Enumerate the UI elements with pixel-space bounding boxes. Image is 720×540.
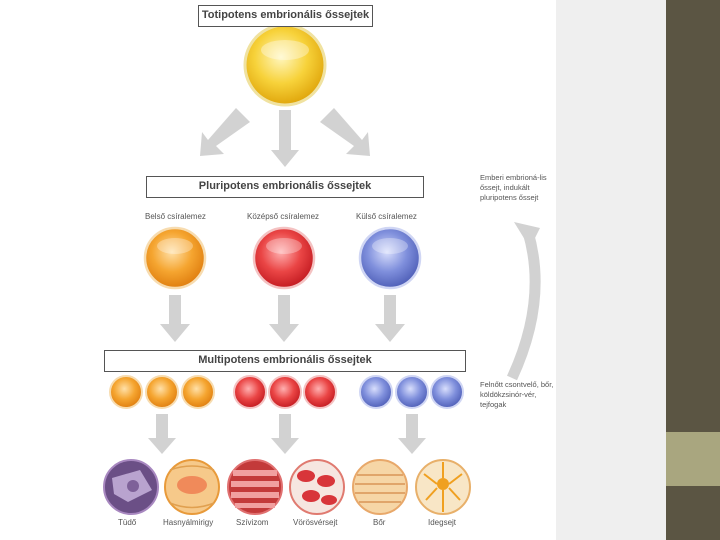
side-panel-accent [666,432,720,486]
heart-muscle-tissue-icon [227,459,283,515]
nerve-cell-tissue-icon [415,459,471,515]
arrow-to-endoderm-tissue [148,414,176,454]
totipotent-cell [243,23,327,107]
totipotent-title: Totipotens embrionális őssejtek [198,5,373,27]
mesoderm-cell [252,226,316,290]
tissue-label-lung: Tüdő [118,518,137,527]
arrow-ectoderm [375,295,405,342]
totipotent-arrows [200,108,370,167]
red-blood-cell-tissue-icon [289,459,345,515]
endoderm-cell [143,226,207,290]
adult-stem-cell-note: Felnőtt csontvelő, bőr, köldökzsinór-vér… [480,380,554,409]
arrow-to-ectoderm-tissue [398,414,426,454]
tissue-label-red-blood-cell: Vörösvérsejt [293,518,338,527]
diagram-graphics [103,23,541,515]
arrow-right [320,108,370,156]
tissue-label-heart-muscle: Szívizom [236,518,269,527]
induced-stem-cell-note: Emberi embrioná-lis őssejt, indukált plu… [480,173,547,202]
tissue-label-nerve-cell: Idegsejt [428,518,457,527]
multipotent-title: Multipotens embrionális őssejtek [104,350,466,372]
tissue-label-pancreas: Hasnyálmirigy [163,518,214,527]
arrow-mesoderm [269,295,299,342]
lung-tissue-icon [103,459,159,515]
pluripotent-title: Pluripotens embrionális őssejtek [146,176,424,198]
arrow-left [200,108,250,156]
germ-layer-label-mesoderm: Középső csíralemez [247,212,320,221]
tissue-label-skin: Bőr [373,518,386,527]
arrow-endoderm [160,295,190,342]
skin-tissue-icon [352,459,408,515]
diagram-canvas [103,23,541,515]
multipotent-arrows [148,414,426,454]
arrow-center [271,110,299,167]
germ-layer-arrows [160,295,405,342]
germ-layer-label-endoderm: Belső csíralemez [145,212,206,221]
germ-layer-label-ectoderm: Külső csíralemez [356,212,417,221]
side-panel-pale [556,0,666,540]
curved-return-arrow [507,222,541,381]
pancreas-tissue-icon [164,459,220,515]
arrow-to-mesoderm-tissue [271,414,299,454]
multipotent-cells [109,375,464,409]
ectoderm-cell [358,226,422,290]
